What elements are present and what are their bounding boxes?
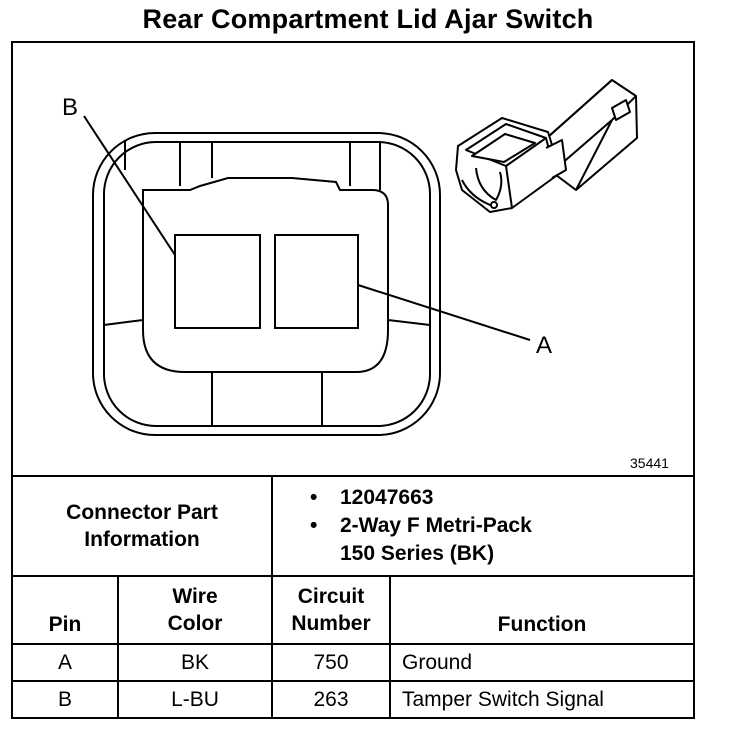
list-item: • 12047663 — [310, 484, 532, 512]
header-wire-color: Wire Color — [118, 576, 272, 644]
pin-b-cavity — [174, 234, 261, 329]
table-row-b-pin: B — [57, 688, 72, 711]
table-row-a-wire-color: BK — [180, 651, 209, 674]
table-grid — [12, 475, 694, 718]
figure-number: 35441 — [630, 455, 669, 471]
callout-a: A — [536, 332, 553, 359]
table-row-a-pin: A — [57, 651, 72, 674]
header-pin: Pin — [48, 613, 82, 636]
header-circuit-number: Circuit Number — [272, 576, 390, 644]
connector-info-list: • 12047663 • 2-Way F Metri-Pack 150 Seri… — [310, 484, 532, 568]
connector-info-heading-line-2: Information — [84, 528, 200, 551]
list-item: • 2-Way F Metri-Pack 150 Series (BK) — [310, 512, 532, 568]
bullet-icon: • — [310, 486, 318, 509]
table-row-a-function: Ground — [402, 651, 473, 674]
table-row-b-wire-color: L-BU — [171, 688, 219, 711]
page-title: Rear Compartment Lid Ajar Switch — [142, 4, 594, 34]
header-wire-color-line-2: Color — [167, 612, 223, 635]
pin-a-cavity — [274, 234, 359, 329]
table-row-b-circuit: 263 — [313, 688, 349, 711]
outer-frame — [11, 41, 695, 719]
table-row-a-circuit: 750 — [313, 651, 349, 674]
header-circuit-line-1: Circuit — [297, 585, 365, 608]
table-row-b-function: Tamper Switch Signal — [402, 688, 604, 711]
connector-type-line-2: 150 Series (BK) — [340, 542, 495, 565]
header-wire-color-line-1: Wire — [172, 585, 218, 608]
part-number: 12047663 — [340, 486, 434, 509]
connector-type-line-1: 2-Way F Metri-Pack — [340, 514, 532, 537]
connector-info-heading-line-1: Connector Part — [66, 501, 218, 524]
header-circuit-line-2: Number — [291, 612, 371, 635]
leader-line-b — [83, 115, 176, 256]
connector-illustration — [455, 79, 638, 213]
bullet-icon: • — [310, 514, 318, 537]
header-function: Function — [497, 613, 587, 636]
callout-b: B — [62, 94, 79, 121]
connector-info-heading: Connector Part Information — [12, 476, 272, 576]
leader-line-a — [357, 284, 531, 341]
connector-type: 2-Way F Metri-Pack 150 Series (BK) — [340, 512, 532, 568]
connector-face — [92, 132, 441, 436]
